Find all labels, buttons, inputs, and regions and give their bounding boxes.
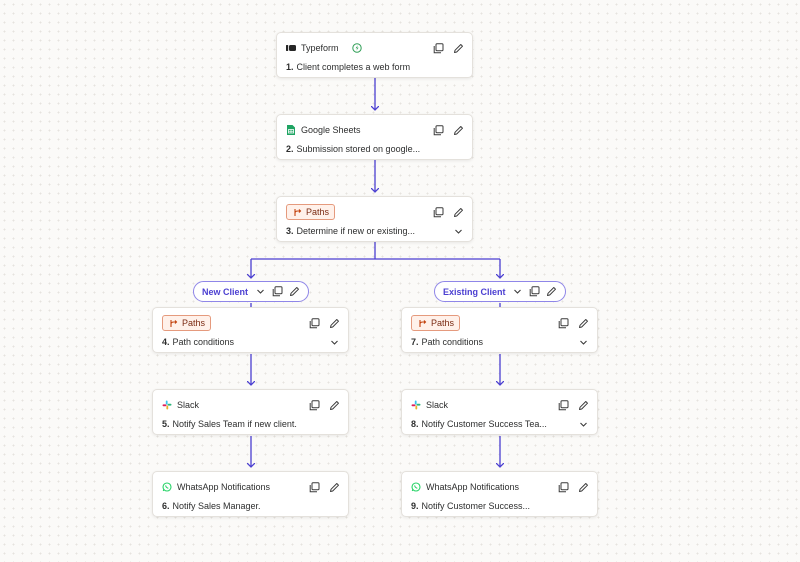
edit-pencil-icon[interactable] xyxy=(453,43,464,54)
chevron-down-icon[interactable] xyxy=(453,226,464,237)
step-app-label: Paths xyxy=(182,318,206,328)
step-title: Notify Customer Success Tea... xyxy=(421,419,547,429)
step-title: Determine if new or existing... xyxy=(296,226,416,236)
step-title: Path conditions xyxy=(421,337,484,347)
duplicate-icon[interactable] xyxy=(558,481,569,493)
duplicate-icon[interactable] xyxy=(529,286,540,297)
step-app: Slack xyxy=(411,400,448,410)
step-number: 9. xyxy=(411,501,419,511)
branch-label: Existing Client xyxy=(443,286,506,297)
paths-badge: Paths xyxy=(411,315,461,331)
step-app-label: Typeform xyxy=(301,43,339,53)
step-number: 1. xyxy=(286,62,294,72)
duplicate-icon[interactable] xyxy=(558,399,569,411)
step-card-8[interactable]: Slack 8. Notify Customer Success Tea... xyxy=(401,389,598,435)
step-card-6[interactable]: WhatsApp Notifications 6. Notify Sales M… xyxy=(152,471,349,517)
edit-pencil-icon[interactable] xyxy=(453,125,464,136)
slack-icon xyxy=(162,400,172,410)
step-title: Submission stored on google... xyxy=(296,144,421,154)
duplicate-icon[interactable] xyxy=(309,481,320,493)
chevron-down-icon[interactable] xyxy=(578,419,589,430)
step-app-label: WhatsApp Notifications xyxy=(426,482,520,492)
edit-pencil-icon[interactable] xyxy=(578,482,589,493)
google-sheets-icon xyxy=(286,125,296,135)
step-number: 3. xyxy=(286,226,294,236)
green-check-circle-icon xyxy=(351,43,362,53)
paths-icon xyxy=(417,318,427,328)
edit-pencil-icon[interactable] xyxy=(578,400,589,411)
step-number: 7. xyxy=(411,337,419,347)
step-app-label: Google Sheets xyxy=(301,125,361,135)
paths-badge: Paths xyxy=(286,204,336,220)
duplicate-icon[interactable] xyxy=(272,286,283,297)
paths-badge: Paths xyxy=(162,315,212,331)
step-number: 4. xyxy=(162,337,170,347)
branch-pill-new-client[interactable]: New Client xyxy=(193,281,309,302)
step-title: Notify Sales Team if new client. xyxy=(172,419,297,429)
step-card-9[interactable]: WhatsApp Notifications 9. Notify Custome… xyxy=(401,471,598,517)
step-title: Client completes a web form xyxy=(296,62,411,72)
edit-pencil-icon[interactable] xyxy=(329,400,340,411)
typeform-icon xyxy=(286,43,296,53)
step-card-7[interactable]: Paths 7. Path conditions xyxy=(401,307,598,353)
edit-pencil-icon[interactable] xyxy=(329,482,340,493)
chevron-down-icon[interactable] xyxy=(255,286,266,297)
step-app: Google Sheets xyxy=(286,125,361,135)
branch-pill-existing-client[interactable]: Existing Client xyxy=(434,281,566,302)
step-card-1[interactable]: Typeform 1. Client completes a web form xyxy=(276,32,473,78)
edit-pencil-icon[interactable] xyxy=(329,318,340,329)
step-number: 8. xyxy=(411,419,419,429)
step-app-label: Slack xyxy=(177,400,200,410)
step-app: WhatsApp Notifications xyxy=(162,482,270,492)
duplicate-icon[interactable] xyxy=(558,317,569,329)
step-title: Notify Customer Success... xyxy=(421,501,531,511)
whatsapp-icon xyxy=(411,482,421,492)
chevron-down-icon[interactable] xyxy=(329,337,340,348)
edit-pencil-icon[interactable] xyxy=(453,207,464,218)
step-number: 2. xyxy=(286,144,294,154)
edit-pencil-icon[interactable] xyxy=(289,286,300,297)
step-title: Path conditions xyxy=(172,337,235,347)
edit-pencil-icon[interactable] xyxy=(546,286,557,297)
step-app: WhatsApp Notifications xyxy=(411,482,519,492)
step-number: 5. xyxy=(162,419,170,429)
step-card-4[interactable]: Paths 4. Path conditions xyxy=(152,307,349,353)
step-app-label: WhatsApp Notifications xyxy=(177,482,271,492)
whatsapp-icon xyxy=(162,482,172,492)
step-app-label: Paths xyxy=(431,318,455,328)
edit-pencil-icon[interactable] xyxy=(578,318,589,329)
step-app: Slack xyxy=(162,400,199,410)
duplicate-icon[interactable] xyxy=(433,206,444,218)
step-card-5[interactable]: Slack 5. Notify Sales Team if new client… xyxy=(152,389,349,435)
step-app-label: Slack xyxy=(426,400,449,410)
chevron-down-icon[interactable] xyxy=(578,337,589,348)
branch-label: New Client xyxy=(202,286,249,297)
duplicate-icon[interactable] xyxy=(433,42,444,54)
step-number: 6. xyxy=(162,501,170,511)
duplicate-icon[interactable] xyxy=(309,399,320,411)
slack-icon xyxy=(411,400,421,410)
chevron-down-icon[interactable] xyxy=(512,286,523,297)
step-title: Notify Sales Manager. xyxy=(172,501,261,511)
step-card-2[interactable]: Google Sheets 2. Submission stored on go… xyxy=(276,114,473,160)
duplicate-icon[interactable] xyxy=(433,124,444,136)
step-app-label: Paths xyxy=(306,207,330,217)
step-card-3[interactable]: Paths 3. Determine if new or existing... xyxy=(276,196,473,242)
paths-icon xyxy=(168,318,178,328)
duplicate-icon[interactable] xyxy=(309,317,320,329)
paths-icon xyxy=(292,207,302,217)
step-app: Typeform xyxy=(286,43,362,53)
